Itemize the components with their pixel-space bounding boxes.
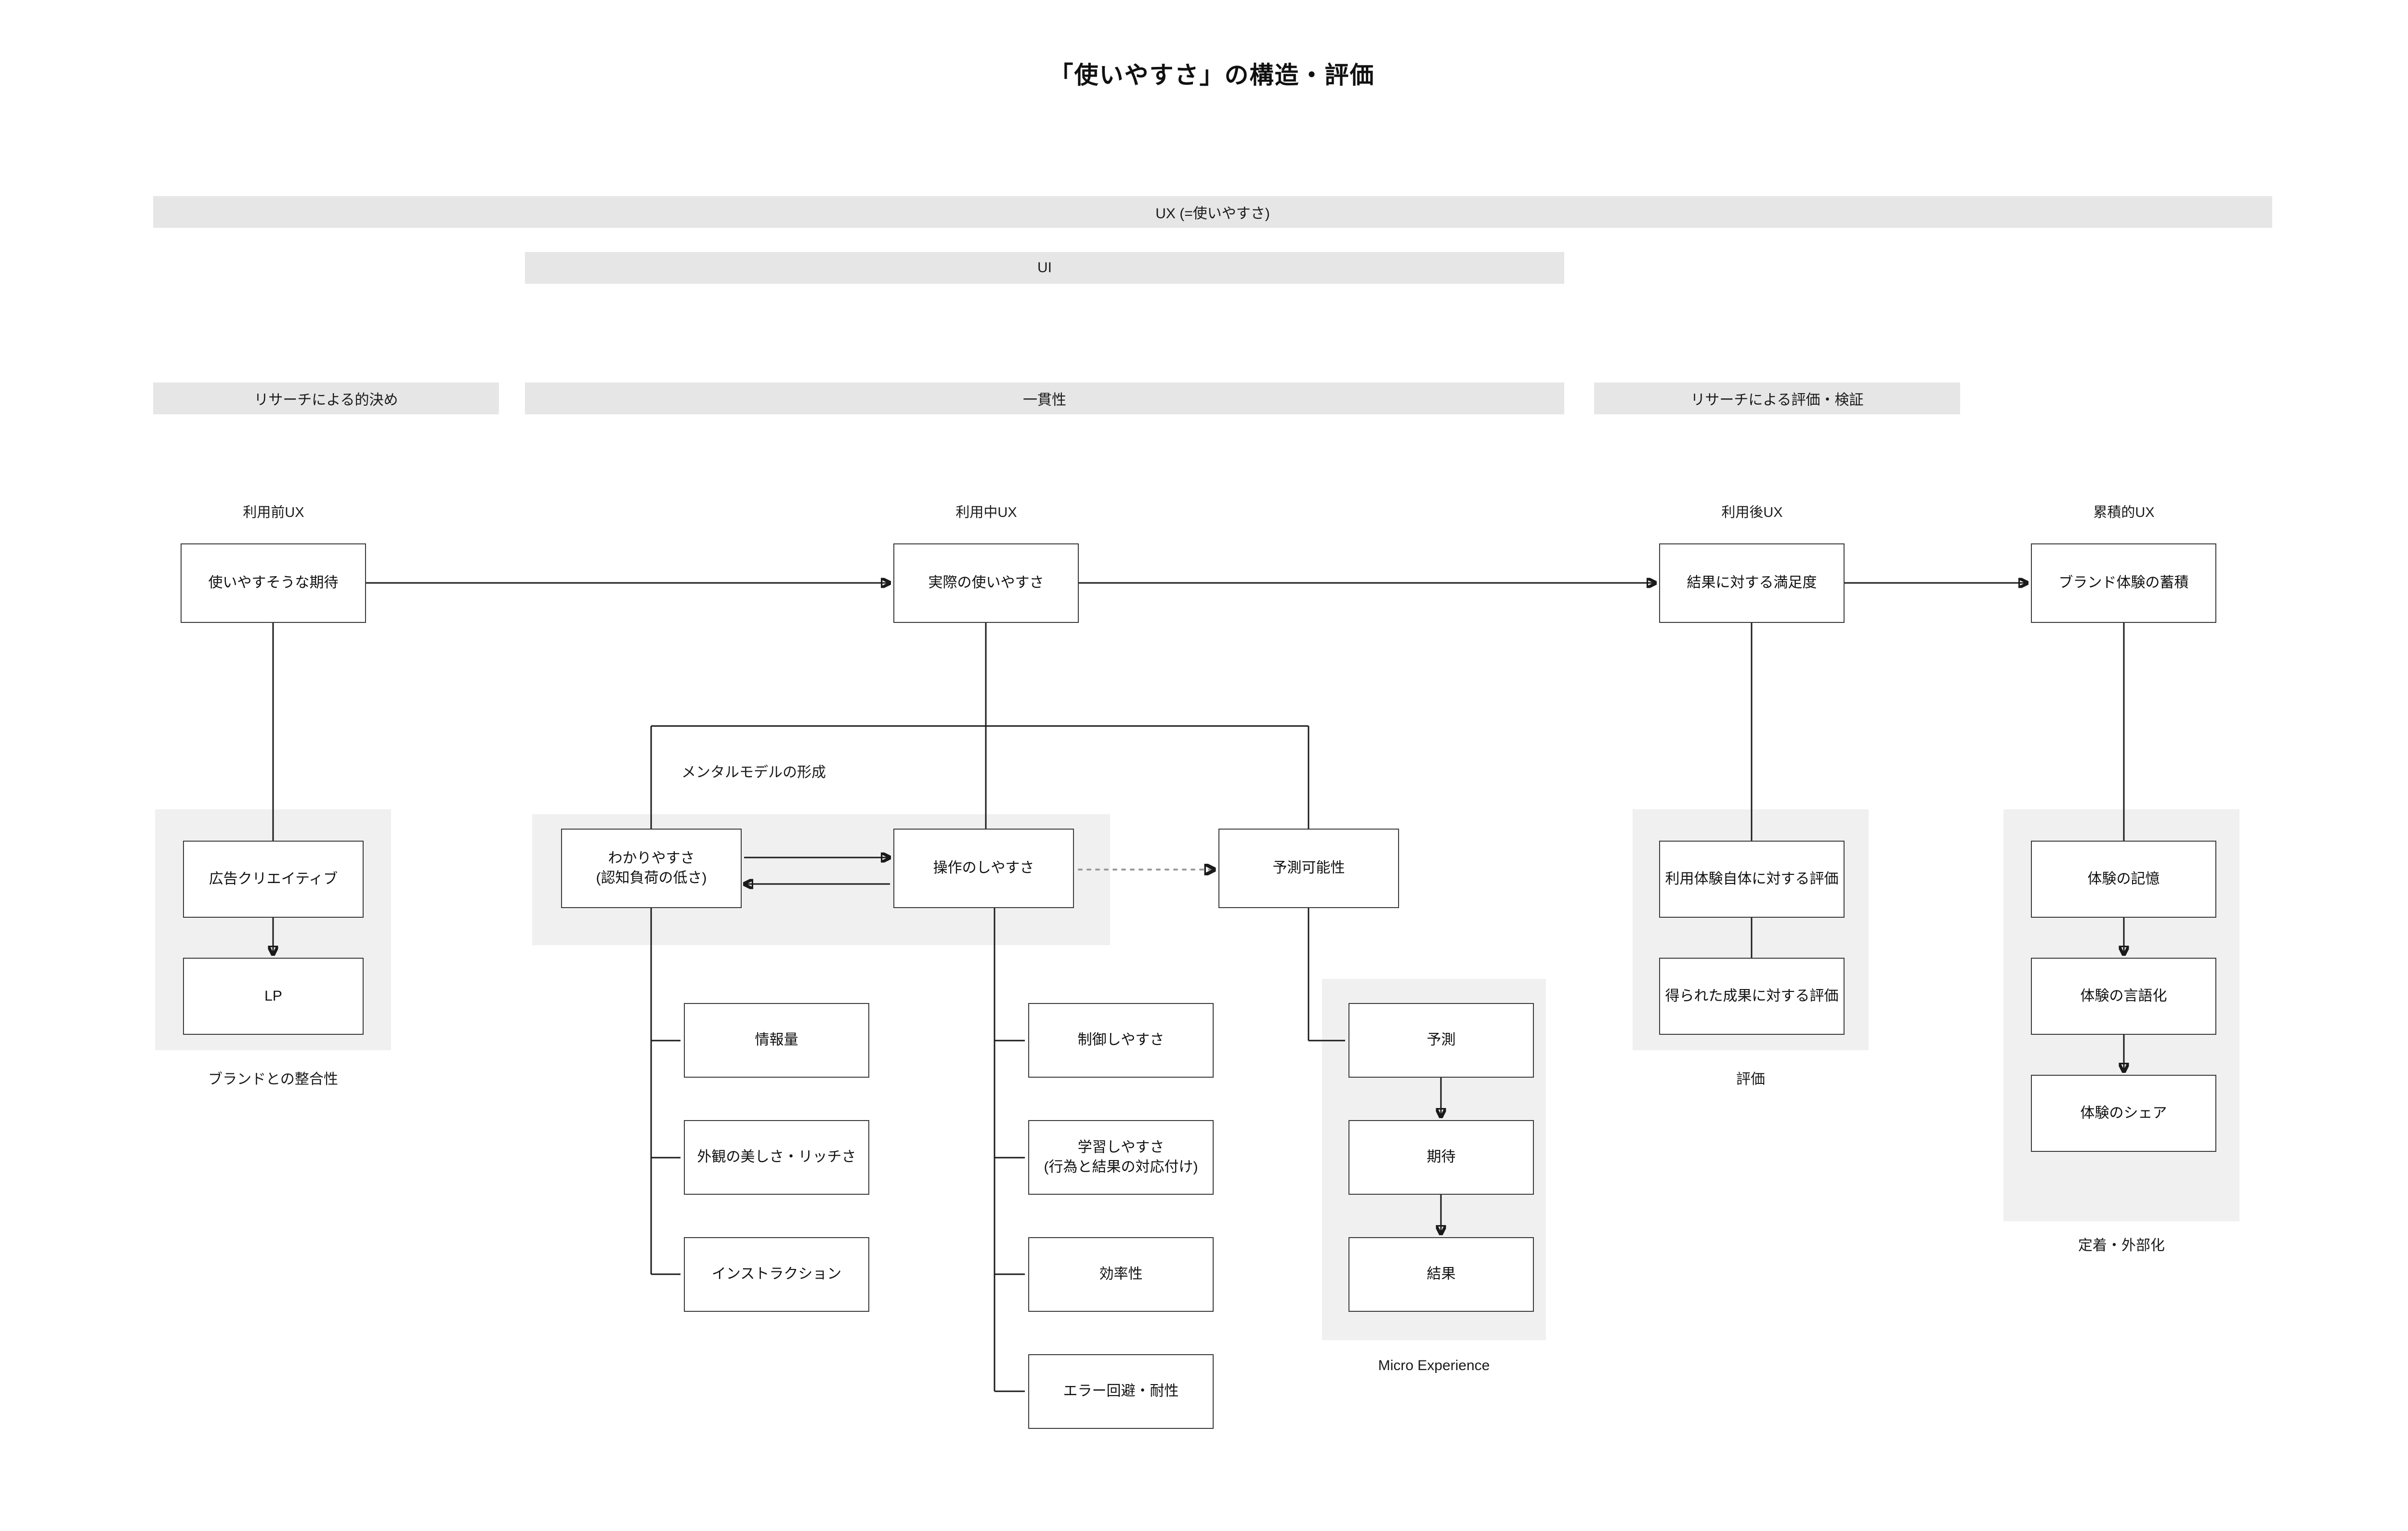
caption-evaluation: 評価 (1736, 1071, 1765, 1087)
node-information-amount[interactable]: 情報量 (684, 1003, 869, 1078)
node-experience-memory-label: 体験の記憶 (2087, 871, 2160, 887)
phase-label-pre-use: 利用前UX (243, 505, 304, 520)
node-learnability[interactable]: 学習しやすさ (行為と結果の対応付け) (1028, 1120, 1214, 1195)
node-controllability-label: 制御しやすさ (1077, 1032, 1165, 1048)
node-actual-usability-label: 実際の使いやすさ (928, 575, 1044, 591)
node-satisfaction-label: 結果に対する満足度 (1687, 575, 1817, 591)
phase-label-cumulative: 累積的UX (2093, 505, 2155, 520)
node-experience-verbalization[interactable]: 体験の言語化 (2031, 958, 2216, 1035)
node-outcome-evaluation-label: 得られた成果に対する評価 (1665, 988, 1839, 1004)
node-expectation-micro-label: 期待 (1426, 1149, 1456, 1165)
node-efficiency-label: 効率性 (1099, 1266, 1143, 1282)
node-ad-creative[interactable]: 広告クリエイティブ (183, 841, 364, 918)
node-experience-memory[interactable]: 体験の記憶 (2031, 841, 2216, 918)
band-ui: UI (525, 252, 1564, 284)
band-research-decision-label: リサーチによる的決め (254, 392, 398, 408)
node-understandability-line2: (認知負荷の低さ) (596, 870, 707, 886)
page-title: 「使いやすさ」の構造・評価 (1049, 62, 1375, 89)
node-information-amount-label: 情報量 (755, 1032, 798, 1048)
node-brand-accumulation[interactable]: ブランド体験の蓄積 (2031, 543, 2216, 623)
caption-retention: 定着・外部化 (2078, 1238, 2165, 1254)
band-research-evaluation: リサーチによる評価・検証 (1594, 383, 1960, 414)
band-ux: UX (=使いやすさ) (153, 196, 2272, 228)
band-ui-label: UI (1037, 260, 1052, 276)
node-error-tolerance-label: エラー回避・耐性 (1063, 1383, 1179, 1399)
node-prediction-label: 予測 (1426, 1032, 1456, 1048)
node-experience-evaluation-label: 利用体験自体に対する評価 (1665, 871, 1839, 887)
node-result-label: 結果 (1426, 1266, 1456, 1282)
label-mental-model: メンタルモデルの形成 (681, 765, 826, 780)
node-result[interactable]: 結果 (1348, 1237, 1534, 1312)
caption-brand-alignment: ブランドとの整合性 (208, 1071, 338, 1087)
band-research-decision: リサーチによる的決め (153, 383, 499, 414)
node-learnability-line1: 学習しやすさ (1077, 1139, 1165, 1155)
node-expectation[interactable]: 使いやすそうな期待 (181, 543, 366, 623)
node-visual-beauty-label: 外観の美しさ・リッチさ (697, 1149, 856, 1165)
node-understandability[interactable]: わかりやすさ (認知負荷の低さ) (561, 829, 742, 908)
band-research-evaluation-label: リサーチによる評価・検証 (1690, 392, 1864, 408)
node-learnability-line2: (行為と結果の対応付け) (1044, 1159, 1198, 1175)
node-instruction-label: インストラクション (711, 1266, 842, 1282)
phase-label-in-use: 利用中UX (955, 505, 1017, 520)
node-instruction[interactable]: インストラクション (684, 1237, 869, 1312)
node-efficiency[interactable]: 効率性 (1028, 1237, 1214, 1312)
node-operability[interactable]: 操作のしやすさ (893, 829, 1074, 908)
node-experience-evaluation[interactable]: 利用体験自体に対する評価 (1659, 841, 1845, 918)
node-lp-label: LP (264, 988, 282, 1004)
node-outcome-evaluation[interactable]: 得られた成果に対する評価 (1659, 958, 1845, 1035)
node-visual-beauty[interactable]: 外観の美しさ・リッチさ (684, 1120, 869, 1195)
node-expectation-label: 使いやすそうな期待 (208, 575, 339, 591)
node-experience-verbalization-label: 体験の言語化 (2080, 988, 2167, 1004)
node-actual-usability[interactable]: 実際の使いやすさ (893, 543, 1079, 623)
node-prediction[interactable]: 予測 (1348, 1003, 1534, 1078)
node-lp[interactable]: LP (183, 958, 364, 1035)
node-predictability-label: 予測可能性 (1272, 860, 1345, 876)
band-ux-label: UX (=使いやすさ) (1155, 206, 1270, 222)
band-consistency-label: 一貫性 (1023, 392, 1066, 408)
node-experience-share-label: 体験のシェア (2080, 1105, 2167, 1121)
node-predictability[interactable]: 予測可能性 (1218, 829, 1399, 908)
node-error-tolerance[interactable]: エラー回避・耐性 (1028, 1354, 1214, 1429)
node-controllability[interactable]: 制御しやすさ (1028, 1003, 1214, 1078)
node-experience-share[interactable]: 体験のシェア (2031, 1075, 2216, 1152)
node-ad-creative-label: 広告クリエイティブ (209, 871, 338, 887)
caption-micro-experience: Micro Experience (1378, 1358, 1490, 1373)
node-understandability-line1: わかりやすさ (608, 850, 695, 866)
phase-label-post-use: 利用後UX (1721, 505, 1783, 520)
node-brand-accumulation-label: ブランド体験の蓄積 (2058, 575, 2189, 591)
node-expectation-micro[interactable]: 期待 (1348, 1120, 1534, 1195)
band-consistency: 一貫性 (525, 383, 1564, 414)
node-operability-label: 操作のしやすさ (933, 860, 1034, 876)
node-satisfaction[interactable]: 結果に対する満足度 (1659, 543, 1845, 623)
